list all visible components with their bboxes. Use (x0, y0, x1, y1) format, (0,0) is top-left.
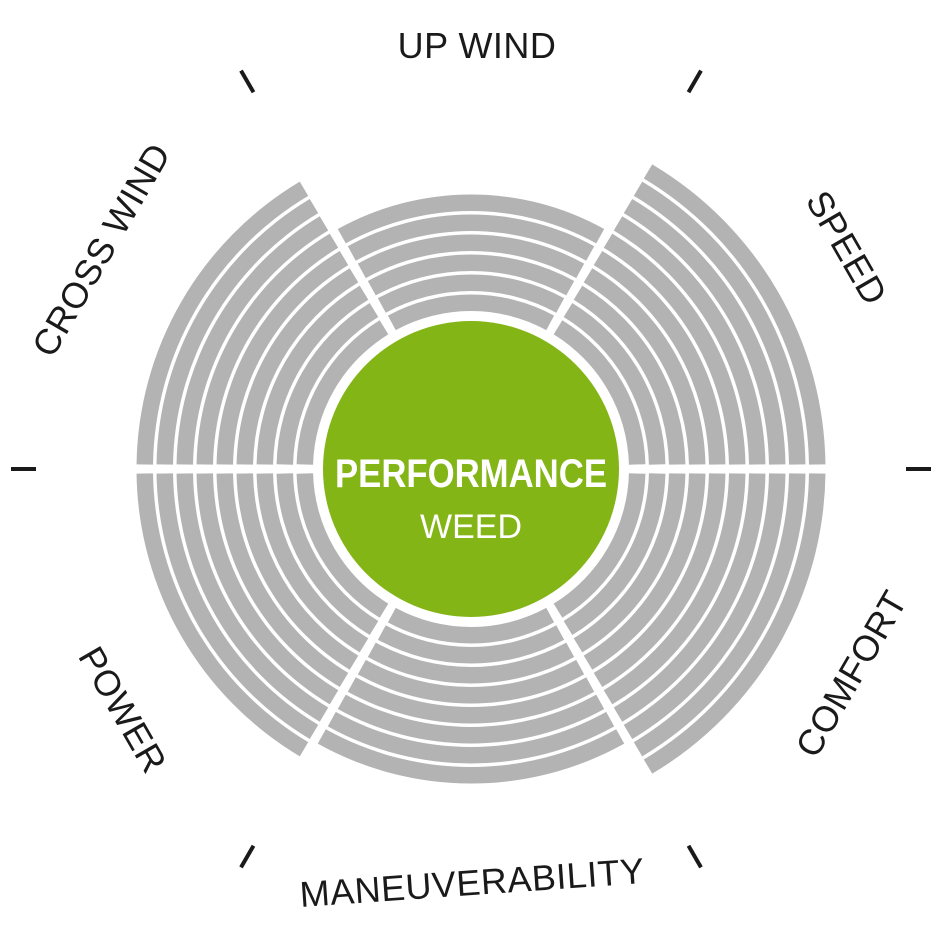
segment-cross-wind-ring-4 (236, 268, 359, 465)
segment-power-ring-6 (196, 473, 339, 705)
segment-speed-ring-9 (633, 181, 806, 465)
segment-cross-wind-ring-8 (156, 198, 319, 465)
segment-comfort-ring-5 (593, 473, 726, 688)
segment-speed-ring-3 (573, 285, 686, 465)
segment-cross-wind-ring-3 (256, 285, 369, 465)
segment-cross-wind-ring-9 (136, 181, 309, 465)
segment-speed-ring-7 (613, 216, 766, 465)
center-subtitle: WEED (420, 508, 522, 546)
segment-speed-ring-8 (623, 198, 786, 465)
tick-comfort-maneuverability (686, 844, 703, 869)
segment-comfort-ring-9 (633, 473, 806, 757)
segment-power-ring-9 (136, 473, 309, 757)
segment-power-ring-8 (156, 473, 319, 740)
segment-power-ring-1 (296, 473, 389, 618)
segment-up-wind-ring-3 (367, 254, 575, 296)
tick-maneuverability-power (239, 844, 256, 869)
segment-up-wind-ring-5 (347, 214, 595, 261)
segment-comfort-ring-4 (583, 473, 706, 670)
center-circle (323, 321, 619, 617)
segment-maneuverability-ring-5 (347, 677, 595, 724)
tick-cross-wind-up-wind (239, 69, 256, 94)
chart-ticks (11, 69, 931, 869)
segment-comfort-ring-1 (553, 473, 646, 618)
segment-comfort-ring-2 (563, 473, 666, 636)
segment-power-ring-2 (276, 473, 379, 636)
segment-maneuverability-ring-6 (337, 694, 605, 744)
segment-up-wind-ring-4 (357, 234, 585, 279)
segment-up-wind-ring-1 (387, 294, 555, 331)
segment-comfort-ring-3 (573, 473, 686, 653)
segment-cross-wind-ring-6 (196, 233, 339, 465)
segment-maneuverability-ring-8 (317, 729, 625, 784)
segment-maneuverability-ring-4 (357, 659, 585, 704)
chart-segments (136, 164, 826, 784)
center-title: PERFORMANCE (335, 452, 607, 496)
label-up-wind: UP WIND (398, 25, 557, 66)
segment-speed-ring-6 (603, 233, 746, 465)
segment-up-wind-ring-2 (377, 274, 565, 313)
label-speed: SPEED (798, 184, 896, 312)
segment-speed-ring-2 (563, 302, 666, 465)
segment-maneuverability-ring-2 (377, 625, 565, 664)
segment-cross-wind-ring-5 (216, 250, 349, 465)
segment-comfort-ring-6 (603, 473, 746, 705)
segment-maneuverability-ring-1 (387, 607, 555, 644)
segment-maneuverability-ring-7 (327, 711, 615, 764)
segment-speed-ring-10 (643, 164, 826, 465)
segment-speed-ring-4 (583, 268, 706, 465)
segment-up-wind-ring-6 (337, 194, 605, 244)
tick-up-wind-speed (686, 69, 703, 94)
segment-speed-ring-1 (553, 320, 646, 465)
segment-power-ring-4 (236, 473, 359, 670)
segment-comfort-ring-8 (623, 473, 786, 740)
label-maneuverability: MANEUVERABILITY (298, 850, 646, 915)
label-cross-wind: CROSS WIND (24, 136, 179, 363)
segment-cross-wind-ring-1 (296, 320, 389, 465)
segment-power-ring-3 (256, 473, 369, 653)
segment-power-ring-5 (216, 473, 349, 688)
label-power: POWER (70, 640, 175, 780)
segment-cross-wind-ring-2 (276, 302, 379, 465)
segment-comfort-ring-10 (643, 473, 826, 774)
segment-power-ring-7 (176, 473, 329, 722)
label-comfort: COMFORT (787, 583, 915, 764)
segment-speed-ring-5 (593, 250, 726, 465)
segment-maneuverability-ring-3 (367, 642, 575, 684)
segment-cross-wind-ring-7 (176, 216, 329, 465)
segment-comfort-ring-7 (613, 473, 766, 722)
